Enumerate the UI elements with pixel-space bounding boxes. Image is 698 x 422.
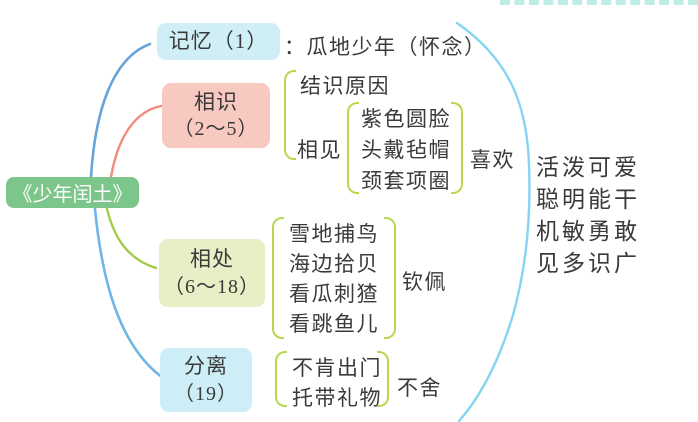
summary-line: 见多识广 [536,251,640,276]
part-items-bracket-left [275,351,287,407]
together-node-line1: 相处 [190,247,234,272]
part-node-line1: 分离 [184,354,228,379]
together-node: 相处 （6～18） [159,239,265,307]
meet-sub-label: 相见 [297,138,342,162]
root-node-label: 《少年闰土》 [12,184,133,206]
summary-line: 活泼可爱 [536,155,640,180]
branch-curve-memory [89,42,152,179]
part-items-bracket-right [377,351,389,407]
meet-items-list: 紫色圆脸 头戴毡帽 颈套项圈 [361,103,451,195]
memory-desc: ：瓜地少年（怀念） [284,35,487,59]
list-item: 头戴毡帽 [361,138,451,162]
part-feeling: 不舍 [397,376,442,400]
list-item: 海边拾贝 [289,252,379,276]
summary-line: 机敏勇敢 [536,219,640,244]
memory-node-label: 记忆（1） [168,29,269,54]
summary-line: 聪明能干 [536,187,640,212]
list-item: 看跳鱼儿 [289,312,379,336]
branch-curve-together [105,207,158,270]
memory-node: 记忆（1） [157,23,280,60]
list-item: 看瓜刺猹 [289,282,379,306]
summary-big-bracket-curve [455,21,531,422]
summary-text-block: 活泼可爱 聪明能干 机敏勇敢 见多识广 [536,152,640,280]
part-node-line2: （19） [174,382,238,405]
meet-node-line1: 相识 [194,89,238,114]
list-item: 不肯出门 [292,356,382,380]
together-node-line2: （6～18） [164,275,260,298]
branch-curve-part [93,207,165,380]
meet-reason: 结识原因 [300,74,390,98]
meet-node-line2: （2～5） [173,118,259,141]
list-item: 紫色圆脸 [361,107,451,131]
meet-feeling: 喜欢 [470,148,515,172]
page-edge-dashes [500,0,698,5]
list-item: 颈套项圈 [361,169,451,193]
meet-items-bracket-left [347,102,359,194]
together-items-bracket-left [272,217,284,339]
together-items-list: 雪地捕鸟 海边拾贝 看瓜刺猹 看跳鱼儿 [289,218,379,338]
meet-group-bracket-left [284,70,296,160]
root-node: 《少年闰土》 [6,177,139,208]
part-node: 分离 （19） [160,348,252,412]
meet-items-bracket-right [451,102,463,194]
meet-node: 相识 （2～5） [162,83,270,148]
part-items-list: 不肯出门 托带礼物 [292,352,382,410]
list-item: 托带礼物 [292,386,382,410]
list-item: 雪地捕鸟 [289,222,379,246]
branch-curve-meet [109,104,163,179]
together-feeling: 钦佩 [402,270,447,294]
together-items-bracket-right [384,217,396,339]
